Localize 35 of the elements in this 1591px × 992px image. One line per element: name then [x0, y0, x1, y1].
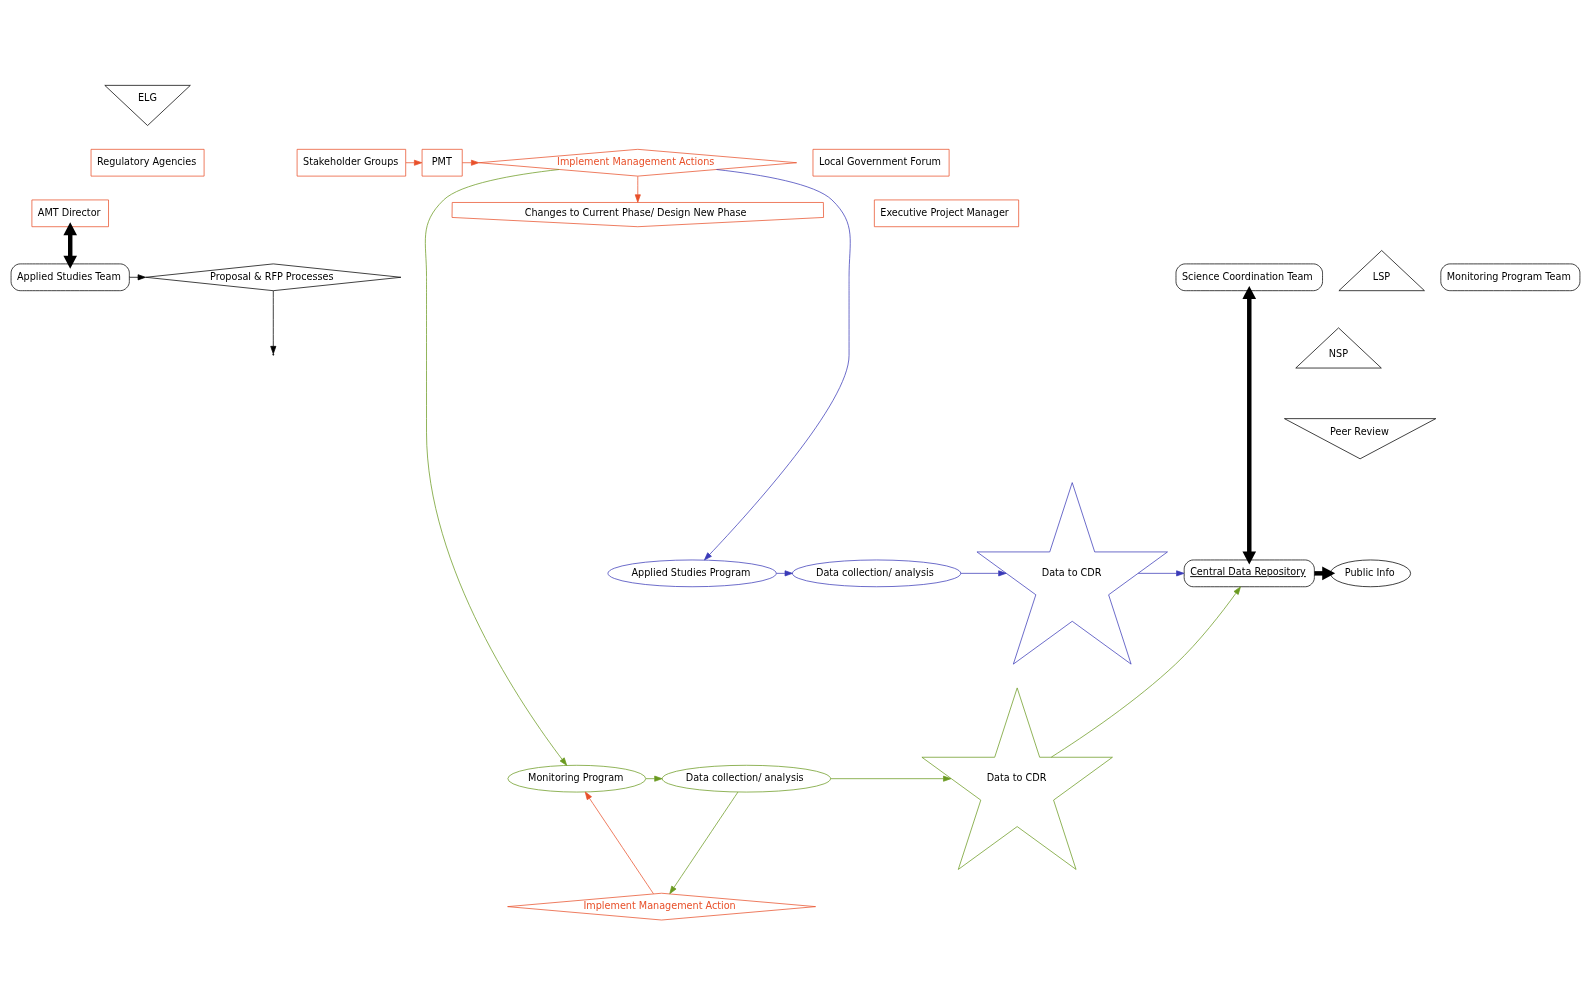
- node-box: Applied Studies Team: [10, 263, 130, 292]
- arrow: [424, 169, 568, 766]
- arrow: [669, 791, 739, 895]
- arrow: [584, 791, 654, 895]
- node-diamond: Proposal & RFP Processes: [145, 263, 402, 292]
- arrow: [830, 775, 952, 782]
- node-diamond: Implement Management Actions: [478, 148, 797, 177]
- node-box: AMT Director: [31, 199, 109, 228]
- node-diamond: Implement Management Action: [507, 892, 816, 921]
- node-box: PMT: [421, 148, 463, 177]
- node-ellipse: Public Info: [1330, 559, 1411, 588]
- arrow: [960, 570, 1007, 577]
- arrow: [462, 159, 480, 166]
- arrow: [1137, 570, 1185, 577]
- node-ellipse: Monitoring Program: [507, 764, 647, 793]
- node-box: Regulatory Agencies: [90, 148, 205, 177]
- node-ellipse: Data collection/ analysis: [792, 559, 962, 588]
- arrow: [1242, 285, 1257, 565]
- arrow: [63, 222, 77, 269]
- node-box: Executive Project Manager: [874, 199, 1020, 228]
- node-ellipse: Applied Studies Program: [607, 559, 777, 588]
- node-box: Central Data Repository: [1183, 559, 1315, 588]
- arrow: [129, 274, 146, 281]
- node-box: Science Coordination Team: [1175, 263, 1323, 292]
- arrow: [645, 775, 663, 782]
- arrow: [634, 176, 641, 203]
- arrow: [1050, 586, 1241, 758]
- node-ellipse: Data collection/ analysis: [661, 764, 831, 793]
- node-box: Stakeholder Groups: [296, 148, 407, 177]
- arrow: [776, 570, 793, 577]
- arrow: [405, 159, 423, 166]
- node-box: Local Government Forum: [812, 148, 950, 177]
- arrow: [704, 169, 851, 561]
- arrow: [270, 290, 277, 355]
- node-box: Monitoring Program Team: [1440, 263, 1581, 292]
